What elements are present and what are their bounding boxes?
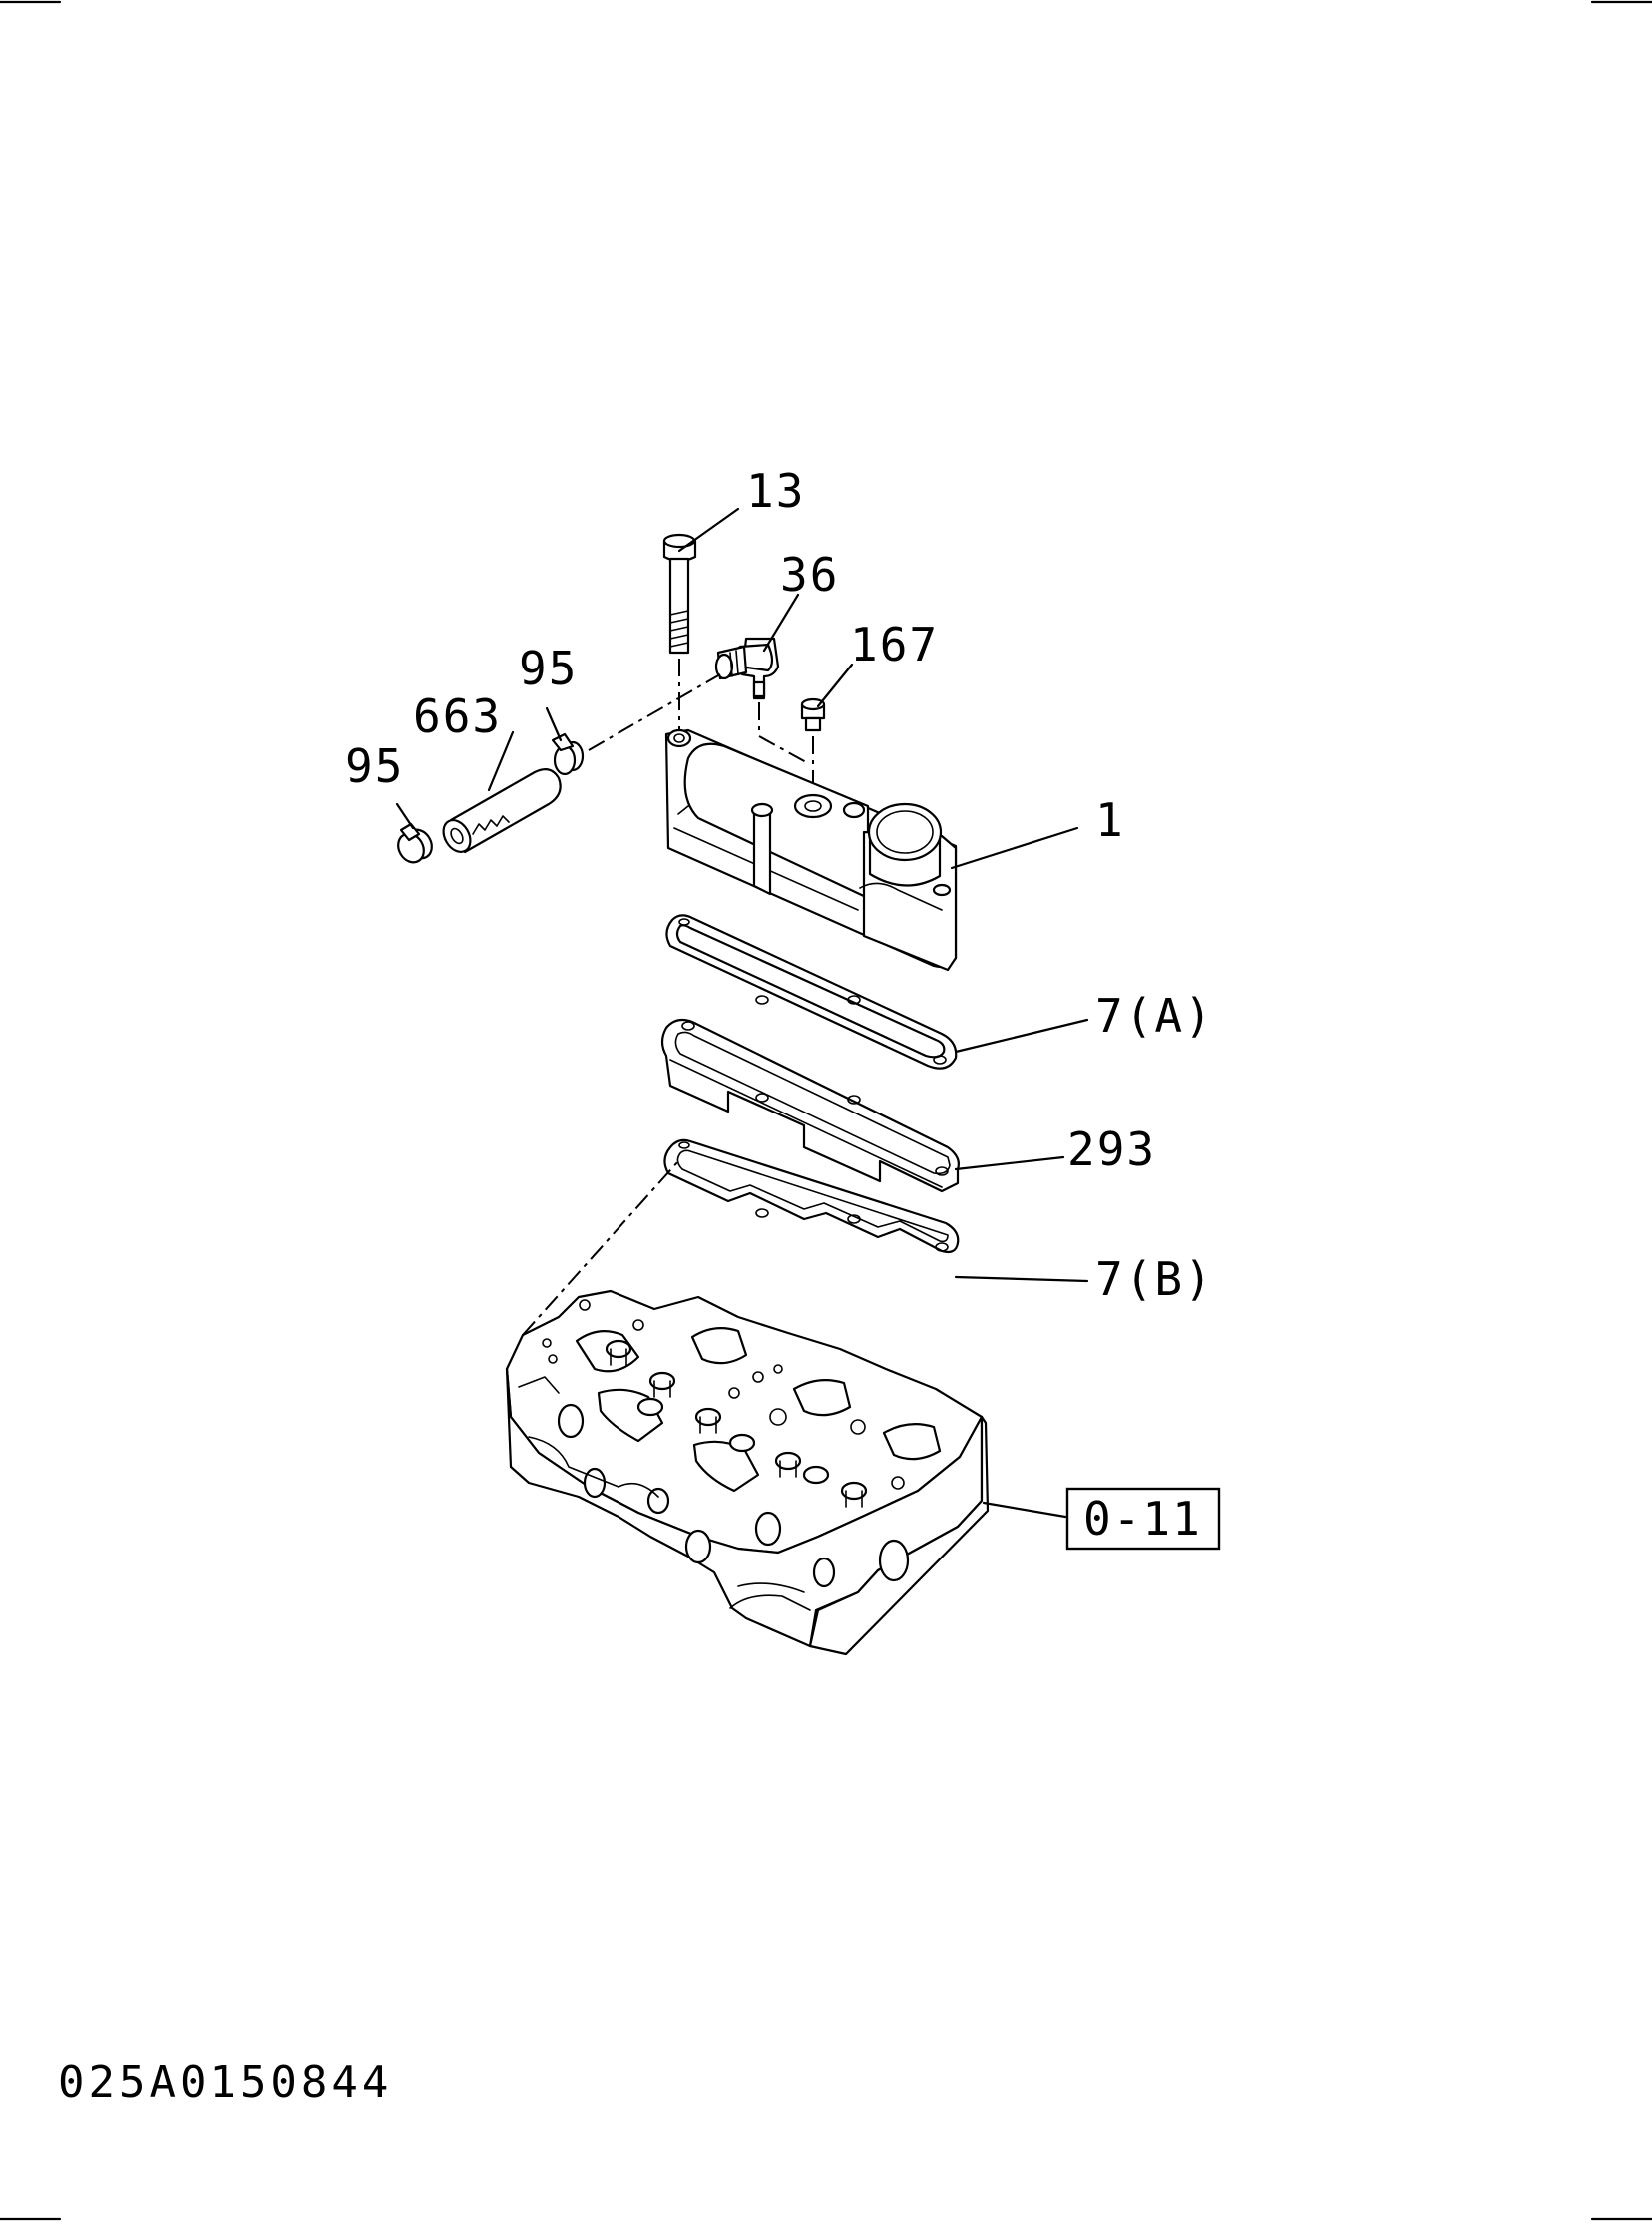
reference-label: 0-11: [1083, 1492, 1202, 1546]
center-line-hose: [588, 673, 721, 751]
label-293: 293: [1067, 1122, 1156, 1176]
leader-lines: [395, 507, 1089, 1519]
hose-clamp-95-top: [551, 732, 585, 776]
part-labels: 13 36 167 95 663 95 1 7(A) 293 7(B): [345, 464, 1214, 1306]
label-95-top: 95: [519, 642, 578, 695]
hose-clamp-95-left: [397, 822, 433, 864]
drawing-code: 025A0150844: [58, 2057, 392, 2108]
label-13: 13: [746, 464, 805, 518]
label-36: 36: [780, 548, 839, 602]
hose-663: [442, 767, 562, 854]
cylinder-head: [505, 1160, 990, 1656]
elbow-fitting-36: [714, 637, 807, 763]
gasket-7a: [665, 914, 958, 1070]
gasket-7b: [663, 1138, 960, 1254]
reference-box: 0-11: [1065, 1487, 1221, 1551]
label-7a: 7(A): [1095, 989, 1214, 1043]
cover-1: [664, 728, 958, 972]
label-95-left: 95: [345, 739, 404, 793]
label-167: 167: [850, 618, 939, 671]
bolt-13: [662, 533, 697, 733]
label-663: 663: [413, 689, 502, 743]
label-1: 1: [1095, 793, 1125, 847]
label-7b: 7(B): [1095, 1252, 1214, 1306]
